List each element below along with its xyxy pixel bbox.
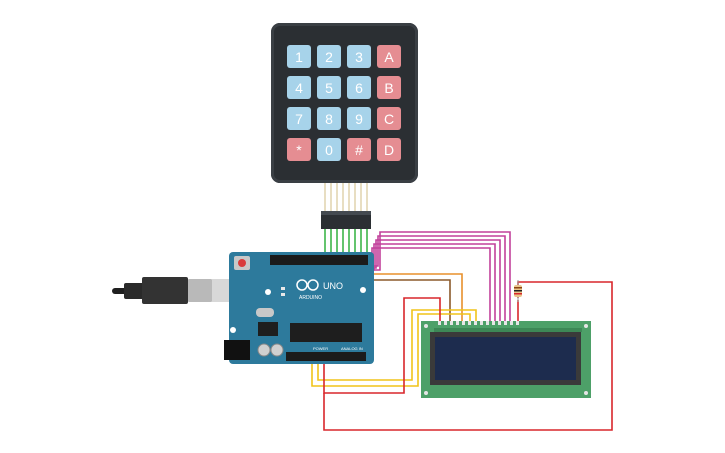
key-9[interactable]: 9 <box>347 107 371 130</box>
key-0[interactable]: 0 <box>317 138 341 161</box>
key-3[interactable]: 3 <box>347 45 371 68</box>
key-star[interactable]: * <box>287 138 311 161</box>
lcd-display[interactable] <box>421 321 591 398</box>
key-d[interactable]: D <box>377 138 401 161</box>
key-5[interactable]: 5 <box>317 76 341 99</box>
arduino-analog-label: ANALOG IN <box>341 346 363 351</box>
key-6[interactable]: 6 <box>347 76 371 99</box>
key-b[interactable]: B <box>377 76 401 99</box>
arduino-model-text: UNO <box>323 281 343 291</box>
yellow-wire-1 <box>317 309 477 381</box>
keypad-connector <box>321 211 371 229</box>
arduino-brand-text: ARDUINO <box>299 295 322 301</box>
key-c[interactable]: C <box>377 107 401 130</box>
key-hash[interactable]: # <box>347 138 371 161</box>
red-wire-1 <box>323 297 441 394</box>
key-1[interactable]: 1 <box>287 45 311 68</box>
key-7[interactable]: 7 <box>287 107 311 130</box>
wires <box>283 183 613 431</box>
key-a[interactable]: A <box>377 45 401 68</box>
key-4[interactable]: 4 <box>287 76 311 99</box>
arduino-uno-board[interactable]: ARDUINO UNO POWER ANALOG IN <box>224 252 374 364</box>
key-8[interactable]: 8 <box>317 107 341 130</box>
yellow-wire-2 <box>311 313 471 387</box>
keypad-ribbon <box>324 183 368 212</box>
arduino-power-label: POWER <box>313 346 328 351</box>
key-2[interactable]: 2 <box>317 45 341 68</box>
keypad-4x4[interactable]: 1 2 3 A 4 5 6 B 7 8 9 C * 0 # D <box>271 23 418 183</box>
arduino-logo <box>296 279 319 291</box>
resistor[interactable] <box>514 280 522 302</box>
